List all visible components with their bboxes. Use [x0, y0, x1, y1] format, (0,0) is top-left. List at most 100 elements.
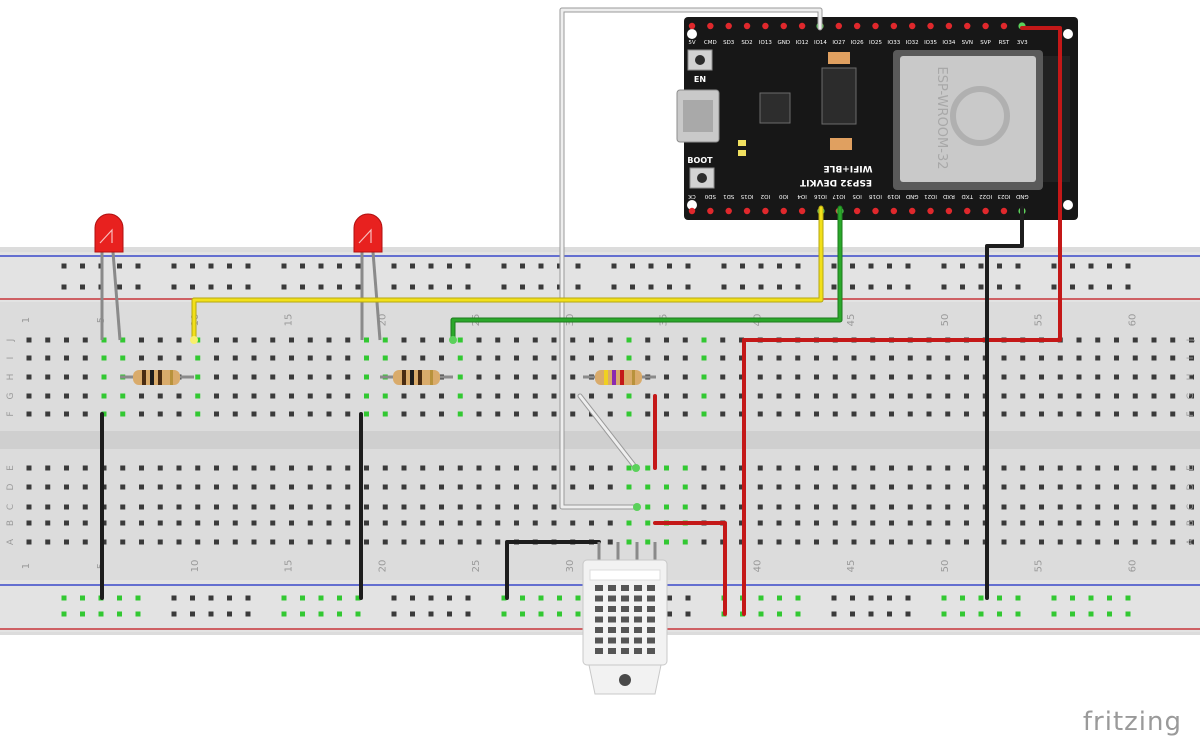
breadboard-hole — [964, 411, 969, 417]
esp32-pin-label: CK — [688, 193, 696, 199]
breadboard-hole — [195, 520, 201, 526]
rail-hole — [117, 595, 122, 601]
breadboard-hole — [439, 411, 444, 417]
breadboard-hole — [607, 337, 613, 343]
breadboard-hole — [495, 411, 501, 417]
breadboard-hole — [120, 337, 126, 343]
esp32-pin — [743, 22, 751, 30]
breadboard-hole — [139, 393, 144, 399]
breadboard-hole — [832, 374, 838, 380]
board-name-line2: ESP32 DEVKIT — [799, 177, 872, 187]
breadboard-hole — [889, 374, 894, 380]
breadboard-hole — [1076, 465, 1082, 471]
breadboard-hole — [532, 393, 538, 399]
breadboard-hole — [326, 355, 332, 361]
breadboard-hole — [476, 504, 482, 510]
mount-hole — [687, 200, 697, 210]
esp32-pin — [945, 22, 953, 30]
breadboard-hole — [551, 465, 557, 471]
rail-hole — [941, 595, 947, 601]
rail-hole — [575, 284, 581, 290]
breadboard-hole — [1001, 539, 1007, 545]
rail-hole — [245, 284, 251, 290]
breadboard-hole — [120, 520, 126, 526]
breadboard-hole — [364, 355, 369, 361]
breadboard-hole — [907, 465, 913, 471]
rail-hole — [80, 284, 85, 290]
breadboard-hole — [776, 504, 782, 510]
breadboard-hole — [1076, 393, 1082, 399]
breadboard-hole — [889, 520, 894, 526]
breadboard-hole — [701, 484, 707, 490]
esp32-pin-label: IO18 — [869, 193, 882, 199]
rail-hole — [281, 611, 287, 617]
esp32-pin-label: GND — [1016, 193, 1029, 199]
rail-hole — [831, 595, 837, 601]
breadboard-hole — [626, 520, 632, 526]
breadboard-hole — [682, 465, 688, 471]
breadboard-hole — [82, 393, 88, 399]
breadboard-hole — [1170, 393, 1176, 399]
breadboard-hole — [870, 520, 876, 526]
black-wire-sensor-gnd — [505, 540, 601, 600]
top-power-rail — [0, 252, 1200, 302]
grille-slot — [634, 595, 642, 602]
breadboard-hole — [495, 393, 501, 399]
breadboard-hole — [495, 355, 501, 361]
breadboard-hole — [851, 539, 857, 545]
breadboard-hole — [570, 374, 576, 380]
breadboard-hole — [795, 374, 801, 380]
breadboard-hole — [64, 355, 69, 361]
row-letter: G — [6, 392, 16, 399]
breadboard-hole — [795, 411, 801, 417]
breadboard-hole — [251, 393, 257, 399]
breadboard-hole — [682, 484, 688, 490]
rail-hole — [171, 595, 177, 601]
breadboard-hole — [570, 520, 576, 526]
esp32-pin-label: RST — [999, 40, 1010, 46]
breadboard-hole — [289, 411, 294, 417]
breadboard-hole — [326, 393, 332, 399]
rail-hole — [391, 611, 397, 617]
breadboard-hole — [607, 484, 613, 490]
breadboard-hole — [1132, 504, 1138, 510]
esp32-pin-label: IO4 — [797, 193, 807, 199]
grille-slot — [647, 606, 655, 612]
rail-hole — [831, 263, 837, 269]
esp32-pin-label: 3V3 — [1017, 40, 1028, 46]
rail-hole — [611, 263, 617, 269]
breadboard-hole — [1095, 355, 1101, 361]
esp32-pin — [909, 22, 916, 30]
rail-hole — [208, 284, 214, 290]
breadboard-hole — [626, 465, 632, 471]
breadboard-hole — [139, 411, 144, 417]
breadboard-hole — [82, 337, 88, 343]
breadboard-hole — [1057, 411, 1063, 417]
breadboard-hole — [64, 484, 69, 490]
breadboard-hole — [1151, 539, 1157, 545]
rail-hole — [905, 263, 911, 269]
column-number: 55 — [1034, 314, 1045, 327]
breadboard-hole — [589, 337, 594, 343]
rail-hole — [410, 263, 415, 269]
board-name-line1: WIFI+BLE — [823, 163, 872, 173]
mount-hole — [1063, 200, 1073, 210]
grille-slot — [647, 595, 655, 602]
breadboard-hole — [1114, 539, 1119, 545]
breadboard-hole — [1114, 411, 1119, 417]
breadboard-hole — [889, 465, 894, 471]
breadboard-hole — [945, 504, 951, 510]
breadboard-hole — [495, 465, 501, 471]
breadboard-hole — [270, 337, 276, 343]
esp32-pin — [780, 207, 787, 215]
breadboard-hole — [364, 374, 369, 380]
breadboard-hole — [514, 520, 519, 526]
breadboard-hole — [307, 355, 313, 361]
rail-hole — [538, 611, 544, 617]
rail-hole — [978, 284, 984, 290]
rail-hole — [758, 595, 764, 601]
breadboard-hole — [720, 411, 726, 417]
rail-hole — [978, 595, 984, 601]
breadboard-hole — [495, 539, 501, 545]
